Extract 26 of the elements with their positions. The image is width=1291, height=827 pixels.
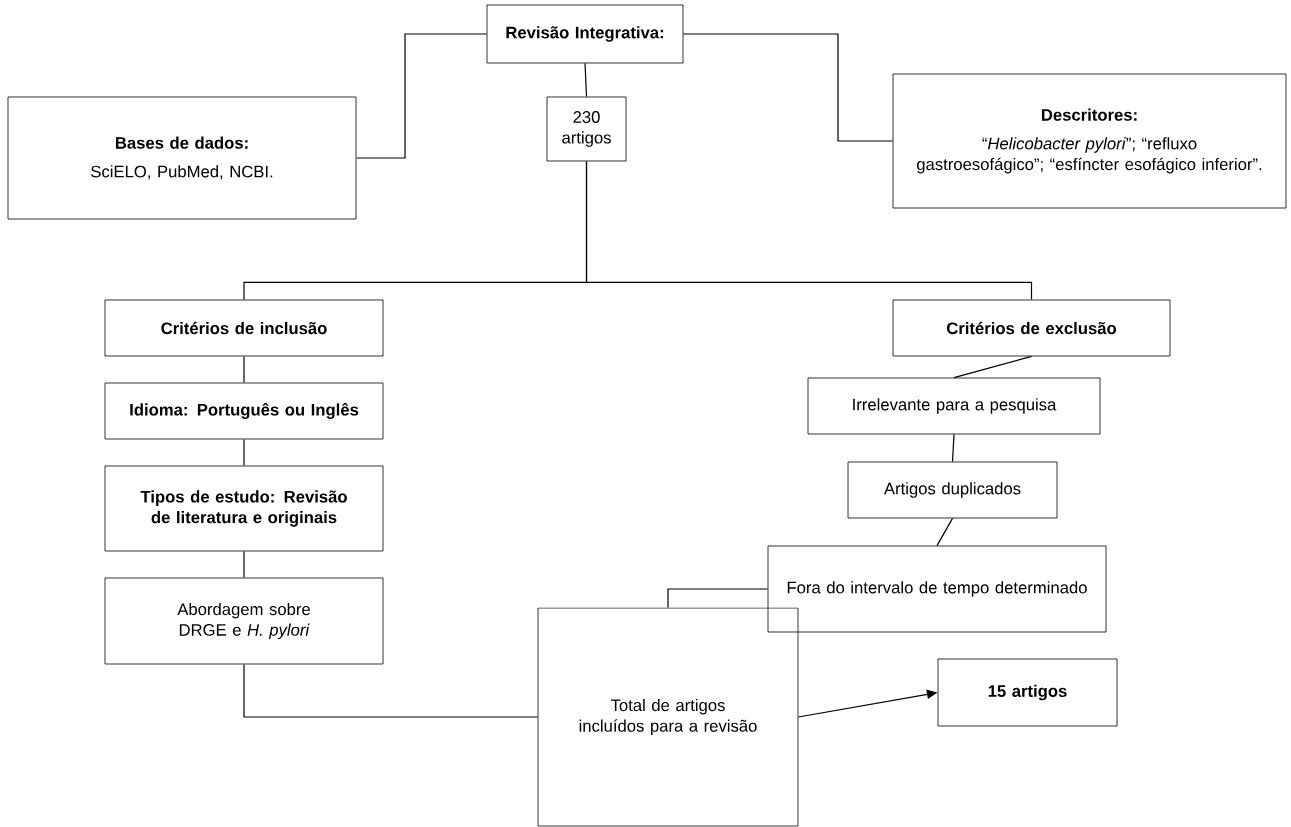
process-box: Tipos de estudo: Revisão de literatura e originais [104, 465, 384, 552]
process-box: Fora do intervalo de tempo determinado [767, 545, 1107, 633]
process-box: Artigos duplicados [847, 461, 1058, 519]
process-box: Critérios de inclusão [104, 299, 384, 357]
connector-line [936, 517, 954, 547]
connector-line [584, 62, 588, 98]
process-box: 230 artigos [546, 96, 627, 162]
process-box: Abordagem sobre DRGE e H. pylori [104, 577, 384, 665]
process-box: Descritores: “Helicobacter pylori”; “refluxo gastroesofágico”; “esfíncter esofágico inferior”. [892, 73, 1287, 209]
connector-line [585, 160, 1033, 301]
connector-line [243, 663, 539, 718]
connector-line [243, 550, 245, 579]
process-box: Critérios de exclusão [892, 299, 1171, 357]
connector-line [355, 33, 488, 159]
process-box: Irrelevante para a pesquisa [807, 377, 1101, 435]
process-box: Idioma: Português ou Inglês [104, 382, 384, 440]
connector-line [667, 588, 769, 609]
connector-line [682, 33, 894, 142]
process-box: Bases de dados: SciELO, PubMed, NCBI. [7, 96, 357, 220]
connector-line [951, 433, 955, 463]
process-box: Total de artigos incluídos para a revisão [537, 607, 799, 827]
process-box: Revisão Integrativa: [486, 4, 684, 64]
connector-line [243, 355, 245, 384]
process-box: 15 artigos [937, 658, 1118, 727]
connector-line [953, 355, 1033, 379]
connector-line [243, 438, 245, 467]
